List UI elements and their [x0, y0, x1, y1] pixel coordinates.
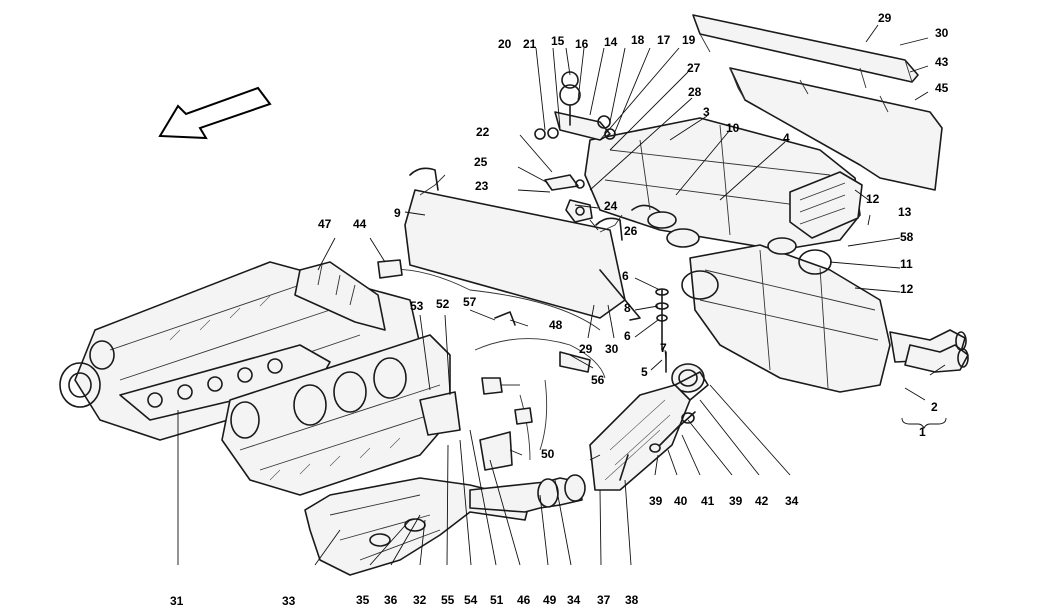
- callout-11: 11: [900, 257, 913, 271]
- callout-46: 46: [517, 593, 531, 607]
- callout-7: 7: [660, 341, 667, 355]
- callout-30-top: 30: [935, 26, 949, 40]
- callout-55: 55: [441, 593, 455, 607]
- callout-16: 16: [575, 37, 589, 51]
- callout-27: 27: [687, 61, 701, 75]
- callout-38: 38: [625, 593, 639, 607]
- callout-57: 57: [463, 295, 477, 309]
- callout-37: 37: [597, 593, 611, 607]
- catalyst-hardware: [619, 411, 696, 481]
- callout-12-upper: 12: [866, 192, 880, 206]
- lambda-sensor-wiring: [377, 259, 606, 471]
- callout-labels: 20 21 15 16 14 18 17 19 27 28 3 29 30 43…: [170, 11, 949, 608]
- front-pipe: [469, 474, 586, 513]
- leader-lines: [177, 24, 946, 566]
- callout-48: 48: [549, 318, 563, 332]
- callout-43: 43: [935, 55, 949, 69]
- upper-heat-shield: [692, 14, 943, 191]
- callout-53: 53: [410, 299, 424, 313]
- group-bracket-1: [901, 417, 947, 430]
- callout-32: 32: [413, 593, 427, 607]
- callout-36: 36: [384, 593, 398, 607]
- callout-21: 21: [523, 37, 537, 51]
- callout-24: 24: [604, 199, 618, 213]
- direction-arrow-icon: [158, 86, 272, 140]
- callout-58: 58: [900, 230, 914, 244]
- callout-28: 28: [688, 85, 702, 99]
- callout-25: 25: [474, 155, 488, 169]
- callout-34-bottom: 34: [567, 593, 581, 607]
- callout-1: 1: [919, 425, 926, 439]
- callout-33: 33: [282, 594, 296, 608]
- callout-23: 23: [475, 179, 489, 193]
- callout-5: 5: [641, 365, 648, 379]
- callout-56: 56: [591, 373, 605, 387]
- callout-10: 10: [726, 121, 740, 135]
- right-cylinder-head: [221, 334, 451, 496]
- sensor-bracket: [294, 261, 386, 331]
- callout-6-lower: 6: [624, 329, 631, 343]
- callout-41: 41: [701, 494, 715, 508]
- callout-35: 35: [356, 593, 370, 607]
- callout-12-lower: 12: [900, 282, 914, 296]
- callout-44: 44: [353, 217, 367, 231]
- callout-50: 50: [541, 447, 555, 461]
- callout-6-upper: 6: [622, 269, 629, 283]
- callout-30-mid: 30: [605, 342, 619, 356]
- callout-9: 9: [394, 206, 401, 220]
- callout-4: 4: [783, 131, 790, 145]
- callout-20: 20: [498, 37, 512, 51]
- callout-18: 18: [631, 33, 645, 47]
- hanger-assembly: [544, 174, 593, 223]
- callout-17: 17: [657, 33, 671, 47]
- callout-15: 15: [551, 34, 565, 48]
- callout-42: 42: [755, 494, 769, 508]
- callout-13: 13: [898, 205, 912, 219]
- catalyst-silencer-assembly: [681, 244, 969, 393]
- mounting-bracket: [534, 71, 616, 141]
- left-heat-shield: [404, 167, 641, 321]
- callout-54: 54: [464, 593, 478, 607]
- callout-8: 8: [624, 301, 631, 315]
- callout-40: 40: [674, 494, 688, 508]
- catalytic-converter: [589, 371, 709, 491]
- callout-22: 22: [476, 125, 490, 139]
- callout-14: 14: [604, 35, 618, 49]
- callout-34-right: 34: [785, 494, 799, 508]
- callout-29-top: 29: [878, 11, 892, 25]
- callout-29-mid: 29: [579, 342, 593, 356]
- callout-39-left: 39: [649, 494, 663, 508]
- callout-31: 31: [170, 594, 184, 608]
- callout-49: 49: [543, 593, 557, 607]
- callout-39-right: 39: [729, 494, 743, 508]
- callout-26: 26: [624, 224, 638, 238]
- callout-47: 47: [318, 217, 332, 231]
- callout-45: 45: [935, 81, 949, 95]
- flange-bolts: [655, 288, 669, 373]
- callout-51: 51: [490, 593, 504, 607]
- callout-52: 52: [436, 297, 450, 311]
- callout-3: 3: [703, 105, 710, 119]
- callout-19: 19: [682, 33, 696, 47]
- callout-2: 2: [931, 400, 938, 414]
